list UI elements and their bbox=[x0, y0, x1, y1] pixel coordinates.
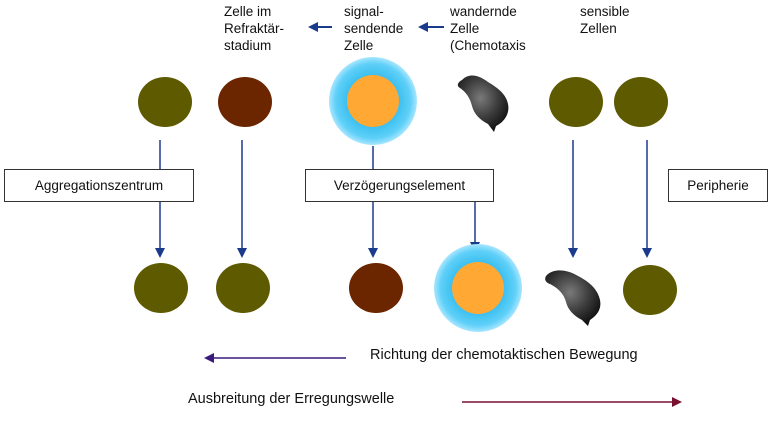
caption-chemotaxis-direction: Richtung der chemotaktischen Bewegung bbox=[370, 347, 638, 363]
label-signal-line-1: signal- bbox=[344, 4, 384, 19]
signal-cell-core-top bbox=[347, 75, 399, 127]
label-refractory: Zelle im Refraktär- stadium bbox=[224, 3, 284, 54]
cell-olive-bottom-1 bbox=[134, 263, 188, 313]
cell-olive-top-3 bbox=[614, 77, 668, 127]
caption-wave-propagation: Ausbreitung der Erregungswelle bbox=[188, 391, 395, 407]
label-refractory-line-2: Refraktär- bbox=[224, 21, 285, 36]
label-signal-line-3: Zelle bbox=[344, 38, 374, 53]
amoeba-top bbox=[457, 75, 509, 132]
label-sensitive-cells: sensible Zellen bbox=[580, 3, 630, 37]
label-sensitive-line-1: sensible bbox=[580, 4, 630, 19]
cell-brown-top bbox=[218, 77, 272, 127]
label-wandering-line-2: Zelle bbox=[450, 21, 480, 36]
cell-brown-bottom bbox=[349, 263, 403, 313]
label-wandering-line-3: (Chemotaxis bbox=[450, 38, 526, 53]
cell-olive-bottom-3 bbox=[623, 265, 677, 315]
label-wandering-line-1: wandernde bbox=[450, 4, 517, 19]
signal-cell-core-bottom bbox=[452, 262, 504, 314]
cell-olive-top-2 bbox=[549, 77, 603, 127]
cell-olive-top-1 bbox=[138, 77, 192, 127]
label-signal-line-2: sendende bbox=[344, 21, 404, 36]
amoeba-bottom bbox=[545, 270, 601, 326]
label-wandering-cell: wandernde Zelle (Chemotaxis bbox=[450, 3, 526, 54]
label-signal-cell: signal- sendende Zelle bbox=[344, 3, 403, 54]
box-periphery: Peripherie bbox=[668, 169, 768, 202]
label-refractory-line-1: Zelle im bbox=[224, 4, 272, 19]
cell-olive-bottom-2 bbox=[216, 263, 270, 313]
label-refractory-line-3: stadium bbox=[224, 38, 272, 53]
label-sensitive-line-2: Zellen bbox=[580, 21, 617, 36]
box-delay-element: Verzögerungselement bbox=[305, 169, 494, 202]
box-aggregation-center: Aggregationszentrum bbox=[4, 169, 194, 202]
